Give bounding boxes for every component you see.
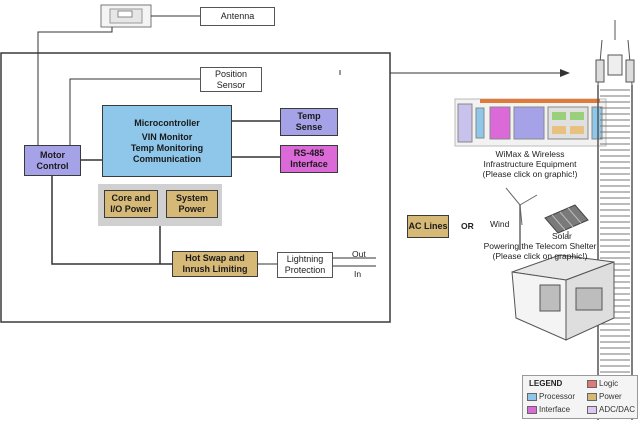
shelter-caption[interactable]: Powering the Telecom Shelter (Please cli…	[483, 241, 597, 261]
legend-label: ADC/DAC	[599, 405, 636, 414]
legend: LEGEND Logic Processor Power Interface A…	[522, 375, 638, 419]
motor-control-label: Motor Control	[36, 149, 69, 171]
antenna-box: Antenna	[200, 7, 275, 26]
legend-swatch	[527, 392, 537, 401]
legend-label: Power	[599, 392, 622, 401]
telecom-tower-icon	[595, 20, 635, 420]
solar-panel-icon	[544, 204, 589, 238]
temp-sense-label: Temp Sense	[295, 111, 323, 132]
temp-sense-box[interactable]: Temp Sense	[280, 108, 338, 136]
position-sensor-line	[69, 78, 200, 145]
position-sensor-label: Position Sensor	[214, 68, 248, 90]
system-power-label: System Power	[175, 193, 209, 214]
ac-lines-box[interactable]: AC Lines	[407, 215, 449, 238]
microcontroller-box[interactable]: Microcontroller VIN Monitor Temp Monitor…	[102, 105, 232, 177]
or-label: OR	[461, 221, 474, 231]
lightning-protection-box: Lightning Protection	[277, 252, 333, 278]
telecom-shelter-icon	[511, 254, 615, 341]
legend-item-interface: Interface	[527, 405, 570, 414]
tower-arrow-head	[560, 69, 570, 77]
legend-swatch	[527, 405, 537, 414]
legend-item-logic: Logic	[587, 379, 618, 388]
wind-label: Wind	[490, 219, 510, 229]
wind-turbine-icon	[505, 187, 538, 250]
legend-swatch	[587, 405, 597, 414]
lightning-protection-label: Lightning Protection	[284, 254, 326, 275]
rs485-interface-box[interactable]: RS-485 Interface	[280, 145, 338, 173]
legend-label: Processor	[539, 392, 576, 401]
legend-title: LEGEND	[529, 379, 563, 388]
hot-swap-label: Hot Swap and Inrush Limiting	[182, 253, 248, 274]
core-io-power-box[interactable]: Core and I/O Power	[104, 190, 158, 218]
legend-label: Logic	[599, 379, 619, 388]
core-io-power-label: Core and I/O Power	[110, 193, 152, 214]
vin-monitor-label: VIN Monitor	[141, 131, 193, 142]
temp-monitoring-label: Temp Monitoring	[130, 142, 204, 153]
legend-swatch	[587, 379, 597, 388]
hot-swap-box[interactable]: Hot Swap and Inrush Limiting	[172, 251, 258, 277]
antenna-line	[37, 27, 113, 145]
wimax-graphic	[454, 98, 607, 147]
wimax-caption[interactable]: WiMax & Wireless Infrastructure Equipmen…	[482, 149, 578, 179]
in-label: In	[354, 269, 362, 279]
legend-swatch	[587, 392, 597, 401]
legend-item-adc-dac: ADC/DAC	[587, 405, 635, 414]
legend-item-processor: Processor	[527, 392, 575, 401]
rs485-label: RS-485 Interface	[290, 148, 328, 169]
legend-item-power: Power	[587, 392, 622, 401]
enclosure-border	[0, 52, 391, 323]
out-label: Out	[352, 249, 366, 259]
communication-label: Communication	[132, 153, 201, 164]
motor-control-box[interactable]: Motor Control	[24, 145, 81, 176]
microcontroller-title: Microcontroller	[134, 117, 200, 128]
legend-label: Interface	[539, 405, 571, 414]
system-power-box[interactable]: System Power	[166, 190, 218, 218]
motor-power-line	[51, 176, 172, 265]
ac-lines-label: AC Lines	[408, 221, 448, 231]
antenna-device-icon	[100, 4, 200, 28]
position-sensor-box: Position Sensor	[200, 67, 262, 92]
solar-label: Solar	[552, 231, 572, 241]
antenna-label: Antenna	[220, 11, 255, 21]
